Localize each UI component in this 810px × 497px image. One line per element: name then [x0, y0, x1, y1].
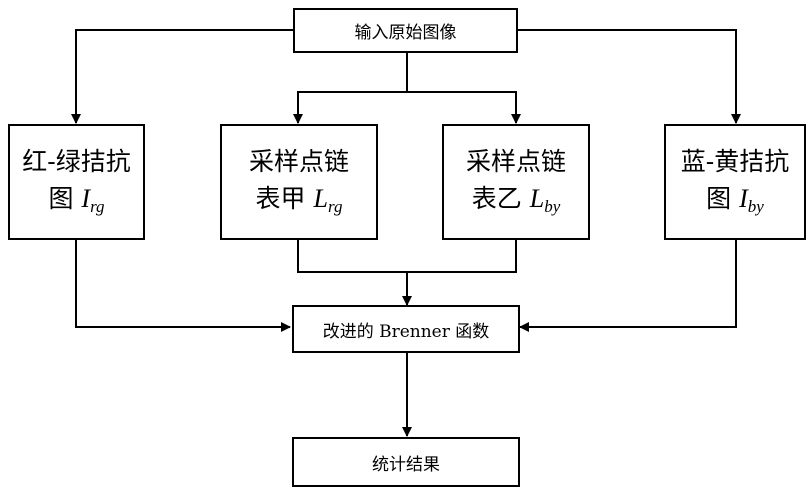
- by-map-sub: by: [748, 197, 764, 216]
- chain-a-var: L: [313, 184, 327, 213]
- rg-map-var: I: [81, 184, 90, 213]
- by-map-line1: 蓝-黄拮抗: [681, 144, 789, 180]
- arrow-input-to-by-map: [518, 30, 736, 123]
- chain-a-line2: 表甲 Lrg: [256, 180, 343, 220]
- arrow-split-to-chain-b: [407, 92, 516, 123]
- arrow-input-to-rg-map: [76, 30, 293, 123]
- chain-table-a-box: 采样点链 表甲 Lrg: [220, 124, 378, 240]
- brenner-function-box: 改进的 Brenner 函数: [292, 305, 520, 353]
- rg-map-sub: rg: [90, 197, 105, 216]
- input-image-label: 输入原始图像: [355, 18, 457, 43]
- chain-b-line2: 表乙 Lby: [472, 180, 560, 220]
- chain-a-line1: 采样点链: [249, 144, 349, 180]
- arrow-rg-map-to-brenner: [76, 239, 290, 327]
- rg-map-line1: 红-绿拮抗: [22, 144, 130, 180]
- rg-opponent-map-box: 红-绿拮抗 图 Irg: [8, 124, 145, 240]
- arrow-split-to-chain-a: [298, 92, 407, 123]
- line-chain-a-merge: [298, 239, 516, 272]
- by-map-line2: 图 Iby: [706, 180, 764, 220]
- chain-a-sub: rg: [328, 197, 343, 216]
- brenner-label: 改进的 Brenner 函数: [323, 317, 490, 342]
- result-box: 统计结果: [292, 437, 520, 487]
- chain-b-sub: by: [544, 197, 560, 216]
- result-label: 统计结果: [372, 450, 440, 475]
- by-opponent-map-box: 蓝-黄拮抗 图 Iby: [664, 124, 806, 240]
- chain-table-b-box: 采样点链 表乙 Lby: [442, 124, 590, 240]
- input-image-box: 输入原始图像: [293, 8, 518, 53]
- rg-map-line2: 图 Irg: [48, 180, 104, 220]
- by-map-var: I: [739, 184, 748, 213]
- arrow-by-map-to-brenner: [520, 239, 736, 327]
- chain-b-line1: 采样点链: [466, 144, 566, 180]
- chain-b-var: L: [530, 184, 544, 213]
